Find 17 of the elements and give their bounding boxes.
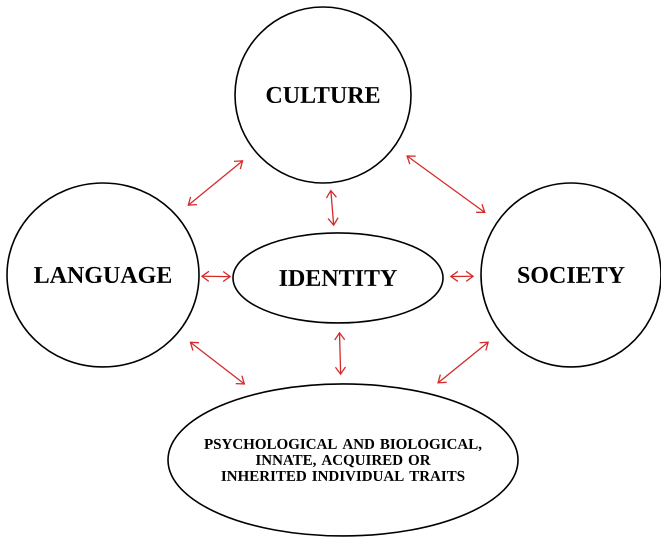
double-arrow xyxy=(450,270,474,282)
double-arrow xyxy=(200,270,232,282)
circle xyxy=(234,6,412,184)
circle xyxy=(6,182,200,368)
double-arrow xyxy=(437,342,490,384)
double-arrow xyxy=(187,160,244,206)
ellipse xyxy=(167,383,519,537)
ellipse xyxy=(232,232,444,324)
double-arrow xyxy=(406,155,486,214)
node-label: LANGUAGE xyxy=(34,266,172,284)
double-arrow xyxy=(326,189,339,226)
node-label: PSYCHOLOGICAL AND BIOLOGICAL, INNATE, ACQUIRED OR INHERITED INDIVIDUAL TRAITS xyxy=(204,438,482,482)
node-label: SOCIETY xyxy=(518,266,625,284)
node-label: IDENTITY xyxy=(279,270,397,286)
double-arrow xyxy=(190,342,246,385)
double-arrow xyxy=(334,332,346,376)
node-label: CULTURE xyxy=(266,86,380,104)
